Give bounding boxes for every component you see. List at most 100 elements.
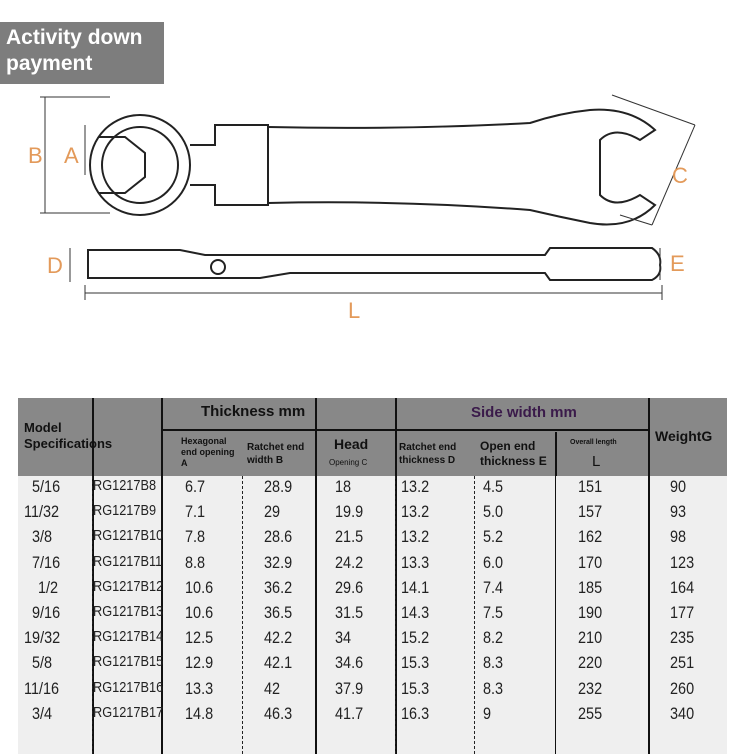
cell-value: 28.6	[264, 527, 293, 547]
header-weight: WeightG	[655, 428, 713, 444]
table-header	[18, 398, 727, 476]
cell-value: 36.5	[264, 603, 293, 622]
cell-size: 3/4	[32, 703, 53, 723]
cell-value: 41.7	[335, 703, 364, 723]
dim-label-b: B	[28, 143, 43, 168]
cell-model: RG1217B9	[93, 502, 157, 520]
header-overall-length: Overall length	[570, 439, 617, 446]
cell-value: 16.3	[401, 703, 430, 723]
cell-value: 37.9	[335, 678, 364, 698]
cell-value: 170	[578, 552, 603, 572]
cell-value: 9	[483, 703, 492, 723]
cell-value: 177	[670, 603, 695, 622]
cell-value: 8.3	[483, 653, 504, 673]
promo-badge: Activity down payment	[0, 22, 164, 84]
cell-value: 10.6	[185, 577, 214, 597]
cell-value: 28.9	[264, 477, 293, 496]
cell-model: RG1217B16	[93, 678, 164, 696]
cell-value: 14.3	[401, 603, 430, 622]
cell-size: 11/32	[24, 502, 60, 522]
cell-value: 12.5	[185, 628, 214, 648]
badge-line-2: payment	[6, 52, 93, 75]
cell-value: 4.5	[483, 477, 504, 496]
cell-model: RG1217B15	[93, 653, 164, 671]
cell-value: 14.8	[185, 703, 214, 723]
header-head: Head	[334, 436, 369, 452]
cell-value: 13.2	[401, 477, 430, 496]
cell-value: 34.6	[335, 653, 364, 673]
dimension-lines	[40, 94, 696, 300]
header-opening-c: Opening C	[329, 458, 368, 467]
cell-value: 162	[578, 527, 603, 547]
cell-size: 5/16	[32, 477, 61, 496]
cell-value: 157	[578, 502, 603, 522]
cell-model: RG1217B11	[93, 552, 163, 570]
cell-model: RG1217B17	[93, 703, 164, 721]
cell-model: RG1217B12	[93, 577, 164, 595]
cell-value: 13.3	[185, 678, 214, 698]
cell-value: 255	[578, 703, 603, 723]
wrench-side-view	[87, 247, 662, 281]
cell-value: 8.8	[185, 552, 206, 572]
cell-value: 8.3	[483, 678, 504, 698]
cell-value: 24.2	[335, 552, 364, 572]
cell-value: 340	[670, 703, 695, 723]
cell-value: 15.3	[401, 678, 430, 698]
cell-value: 7.4	[483, 577, 504, 597]
cell-value: 29.6	[335, 577, 364, 597]
cell-value: 21.5	[335, 527, 364, 547]
cell-value: 98	[670, 527, 687, 547]
cell-value: 34	[335, 628, 352, 648]
dim-label-c: C	[672, 163, 688, 188]
dim-label-d: D	[47, 253, 63, 278]
cell-size: 19/32	[24, 628, 61, 648]
cell-value: 12.9	[185, 653, 214, 673]
cell-value: 6.0	[483, 552, 504, 572]
cell-value: 15.2	[401, 628, 430, 648]
cell-value: 7.8	[185, 527, 206, 547]
cell-value: 260	[670, 678, 695, 698]
cell-value: 190	[578, 603, 603, 622]
cell-value: 164	[670, 577, 695, 597]
cell-value: 42.2	[264, 628, 293, 648]
cell-value: 19.9	[335, 502, 364, 522]
cell-size: 3/8	[32, 527, 53, 547]
cell-value: 123	[670, 552, 695, 572]
cell-value: 6.7	[185, 477, 206, 496]
cell-value: 7.5	[483, 603, 504, 622]
cell-model: RG1217B8	[93, 477, 157, 494]
cell-value: 29	[264, 502, 281, 522]
cell-value: 13.3	[401, 552, 430, 572]
cell-value: 90	[670, 477, 687, 496]
cell-value: 32.9	[264, 552, 293, 572]
cell-value: 251	[670, 653, 695, 673]
cell-value: 46.3	[264, 703, 293, 723]
cell-value: 232	[578, 678, 603, 698]
dim-label-l: L	[348, 298, 360, 323]
cell-value: 15.3	[401, 653, 430, 673]
cell-value: 151	[578, 477, 603, 496]
wrench-top-view	[89, 108, 657, 226]
cell-value: 235	[670, 628, 695, 648]
header-side-width: Side width mm	[471, 404, 577, 421]
cell-value: 31.5	[335, 603, 364, 622]
cell-model: RG1217B14	[93, 628, 164, 646]
cell-value: 8.2	[483, 628, 504, 648]
cell-value: 7.1	[185, 502, 206, 522]
cell-value: 93	[670, 502, 687, 522]
cell-model: RG1217B13	[93, 603, 164, 620]
cell-value: 220	[578, 653, 603, 673]
cell-size: 9/16	[32, 603, 61, 622]
cell-value: 13.2	[401, 502, 430, 522]
cell-value: 42	[264, 678, 281, 698]
cell-value: 10.6	[185, 603, 214, 622]
cell-value: 13.2	[401, 527, 430, 547]
dim-label-a: A	[64, 143, 79, 168]
cell-value: 36.2	[264, 577, 293, 597]
cell-value: 18	[335, 477, 352, 496]
